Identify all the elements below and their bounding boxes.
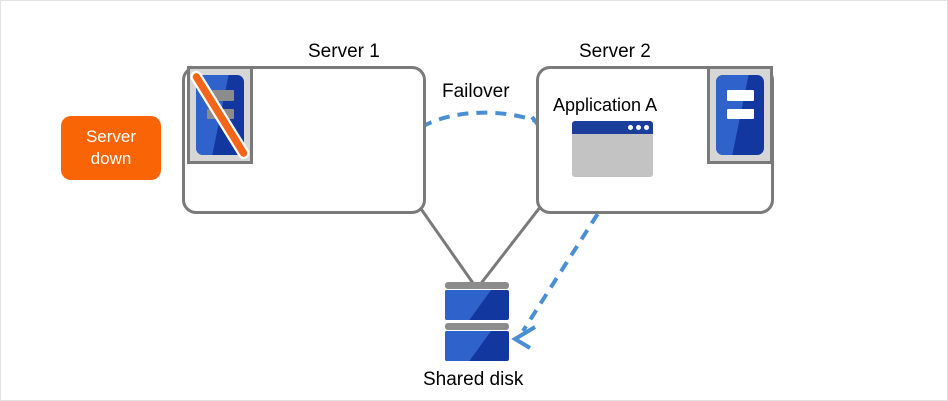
server-bay-2	[726, 108, 755, 119]
disk-platter-1	[445, 290, 509, 320]
server-icon	[707, 66, 773, 164]
application-a-titlebar	[572, 121, 653, 134]
status-badge-line2: down	[90, 149, 132, 168]
server-chassis	[196, 75, 244, 155]
window-dot-3	[644, 125, 649, 130]
window-dot-2	[636, 125, 641, 130]
server2-caption: Server 2	[579, 41, 651, 62]
status-badge-server-down: Server down	[61, 116, 161, 180]
server-chassis	[716, 75, 764, 155]
status-badge-line1: Server	[85, 127, 137, 146]
server1-caption: Server 1	[308, 41, 380, 62]
disk-platter-2	[445, 331, 509, 361]
shared-disk-label: Shared disk	[423, 369, 524, 390]
connector-server1-to-disk	[417, 205, 477, 287]
connector-server2-to-disk	[477, 205, 543, 287]
server-bay-2	[206, 108, 235, 119]
disk-cap-2	[445, 323, 509, 330]
application-a-window	[572, 121, 653, 177]
server-bay-1	[206, 90, 235, 101]
failover-arrow-path	[405, 110, 542, 141]
application-a-label: Application A	[553, 95, 658, 115]
server-down-icon	[187, 66, 253, 164]
shared-disk-icon	[445, 282, 509, 362]
app-to-disk-arrowhead	[511, 325, 537, 350]
server-bay-1	[726, 90, 755, 101]
window-dot-1	[628, 125, 633, 130]
disk-cap-1	[445, 282, 509, 289]
failover-label: Failover	[442, 81, 510, 102]
